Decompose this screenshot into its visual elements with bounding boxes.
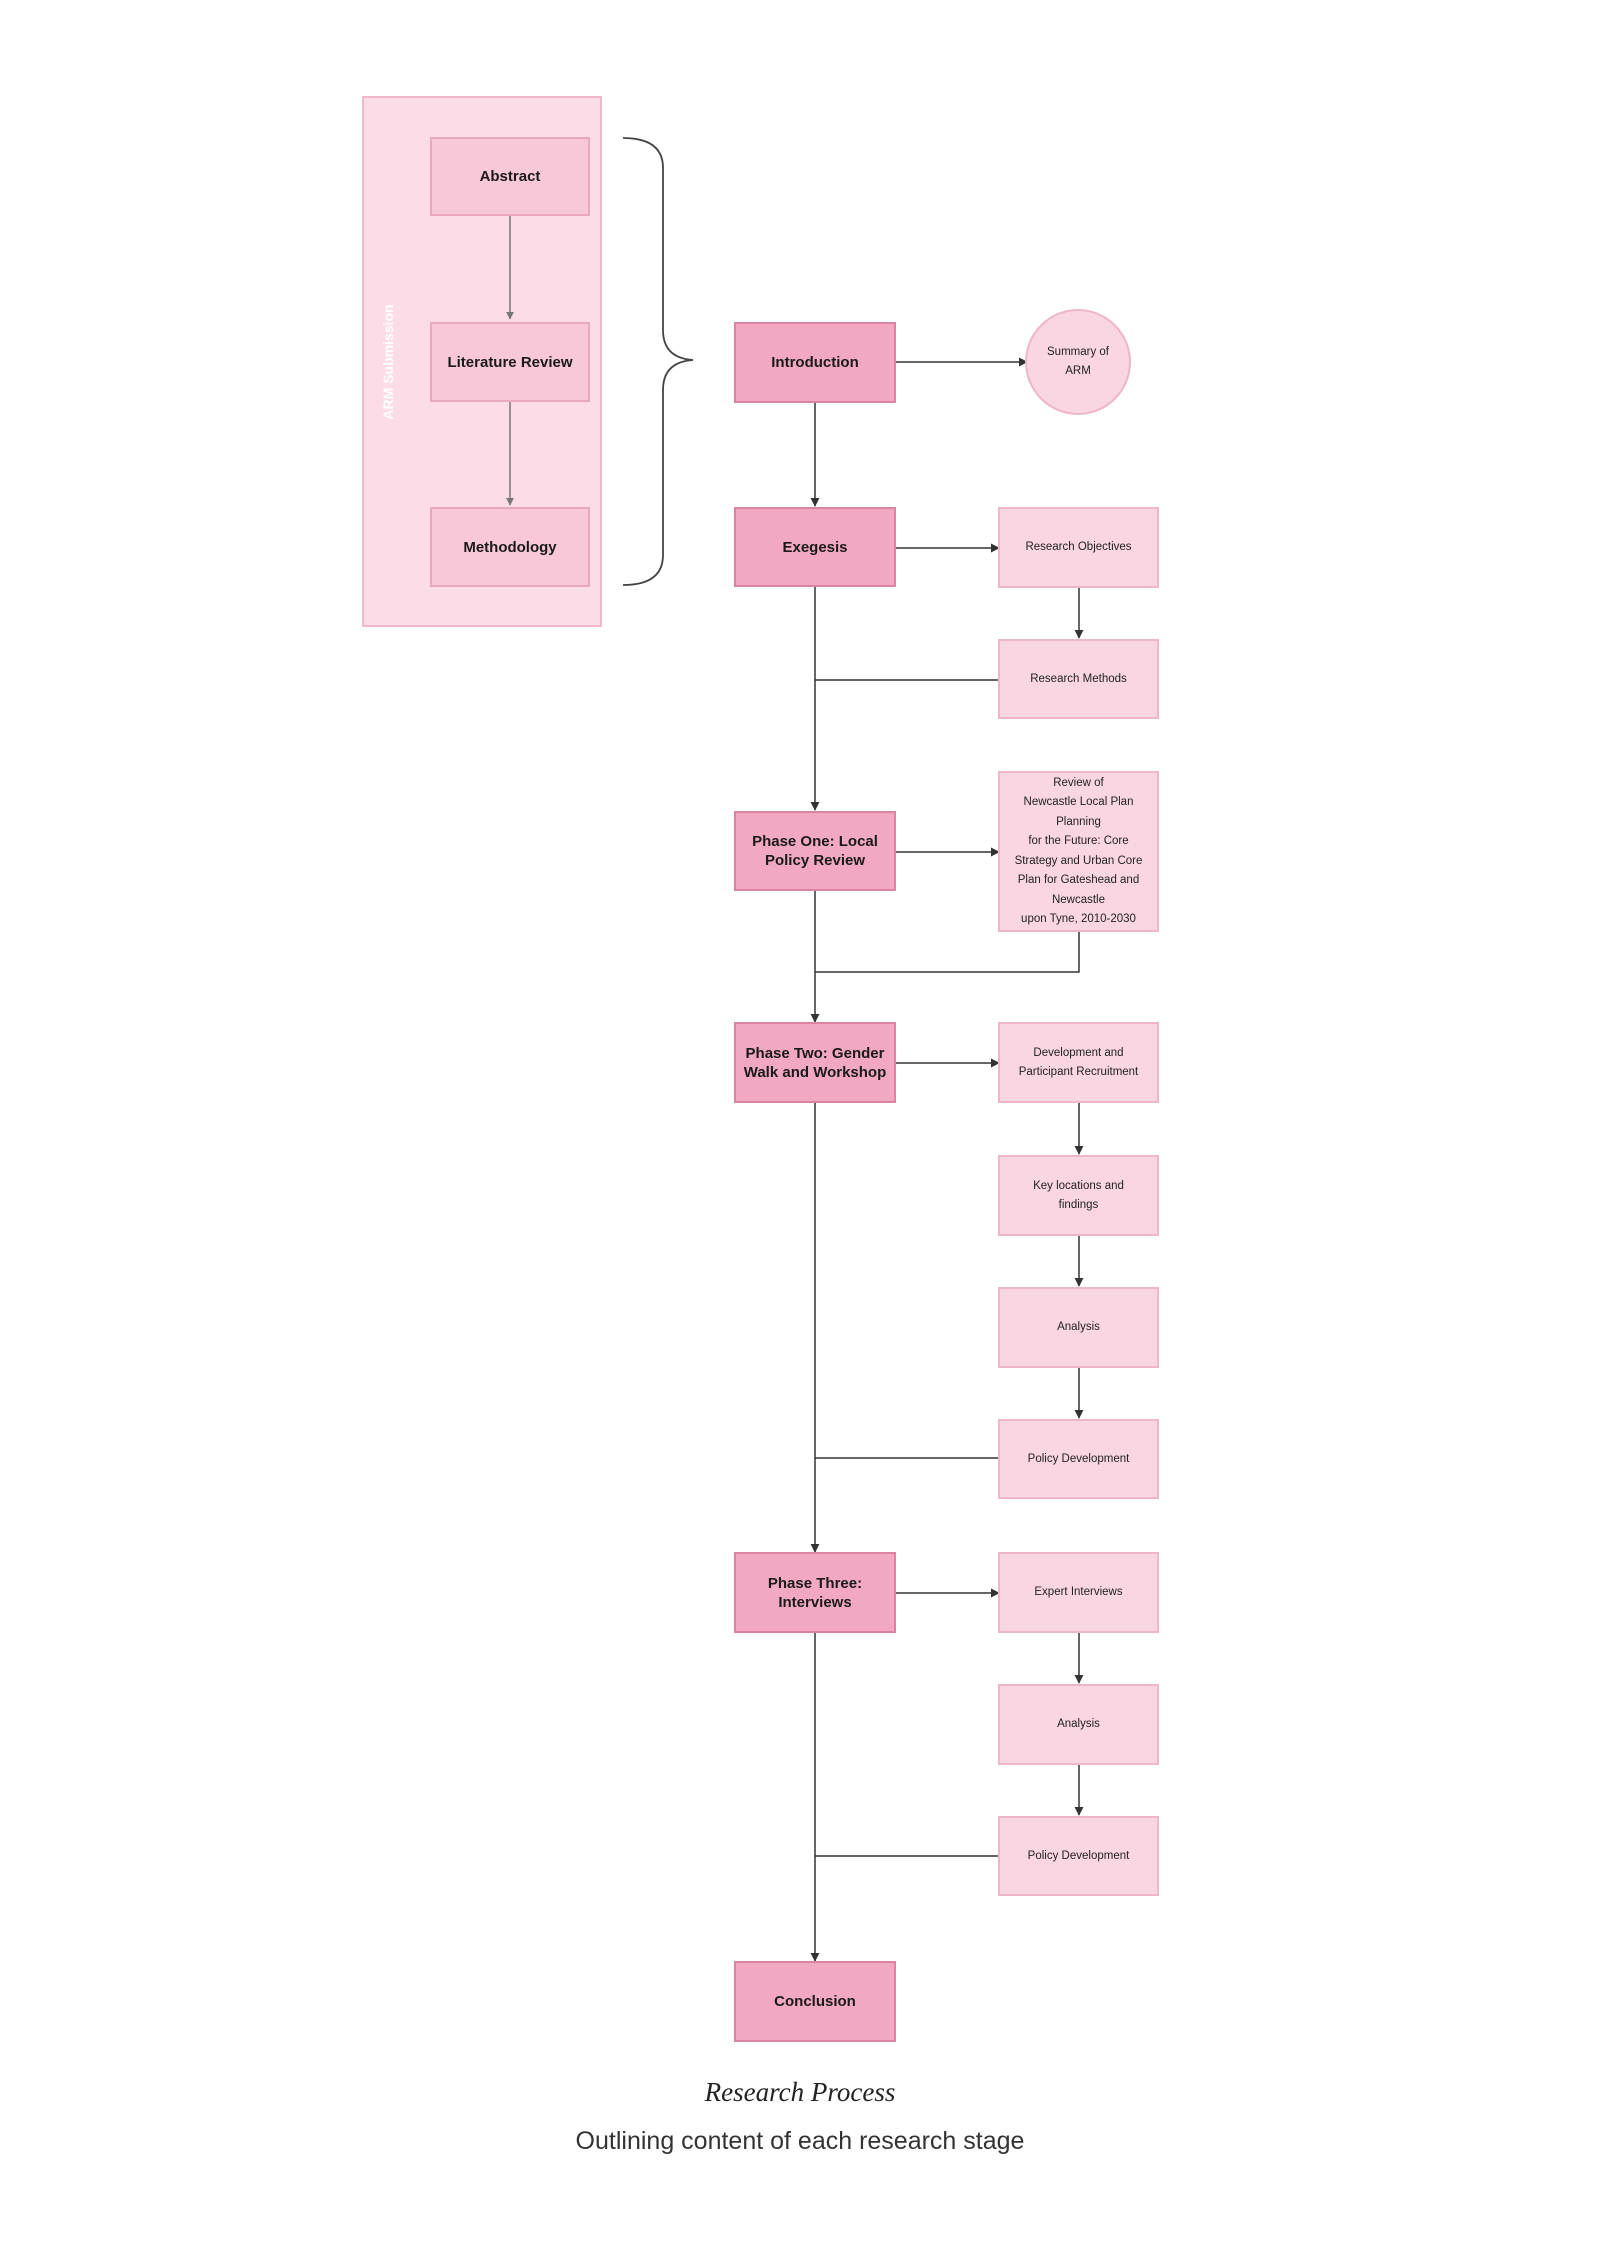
introduction-box: Introduction xyxy=(734,322,896,403)
phase-two-box: Phase Two: Gender Walk and Workshop xyxy=(734,1022,896,1103)
analysis-phase-two-box: Analysis xyxy=(998,1287,1159,1368)
literature-review-box: Literature Review xyxy=(430,322,590,402)
arm-curly-brace xyxy=(622,137,694,586)
research-methods-box: Research Methods xyxy=(998,639,1159,719)
phase-one-box: Phase One: Local Policy Review xyxy=(734,811,896,891)
local-plan-review-box: Review of Newcastle Local Plan Planning … xyxy=(998,771,1159,932)
abstract-box: Abstract xyxy=(430,137,590,216)
methodology-box: Methodology xyxy=(430,507,590,587)
caption-title: Research Process xyxy=(704,2077,896,2107)
exegesis-box: Exegesis xyxy=(734,507,896,587)
phase-three-box: Phase Three: Interviews xyxy=(734,1552,896,1633)
conclusion-box: Conclusion xyxy=(734,1961,896,2042)
policy-development-phase-three-box: Policy Development xyxy=(998,1816,1159,1896)
analysis-phase-three-box: Analysis xyxy=(998,1684,1159,1765)
development-recruitment-box: Development and Participant Recruitment xyxy=(998,1022,1159,1103)
expert-interviews-box: Expert Interviews xyxy=(998,1552,1159,1633)
summary-of-arm-circle: Summary of ARM xyxy=(1025,309,1131,415)
caption-subtitle: Outlining content of each research stage xyxy=(575,2127,1025,2155)
key-locations-box: Key locations and findings xyxy=(998,1155,1159,1236)
line-review-to-main xyxy=(815,932,1080,973)
policy-development-phase-two-box: Policy Development xyxy=(998,1419,1159,1499)
research-objectives-box: Research Objectives xyxy=(998,507,1159,588)
